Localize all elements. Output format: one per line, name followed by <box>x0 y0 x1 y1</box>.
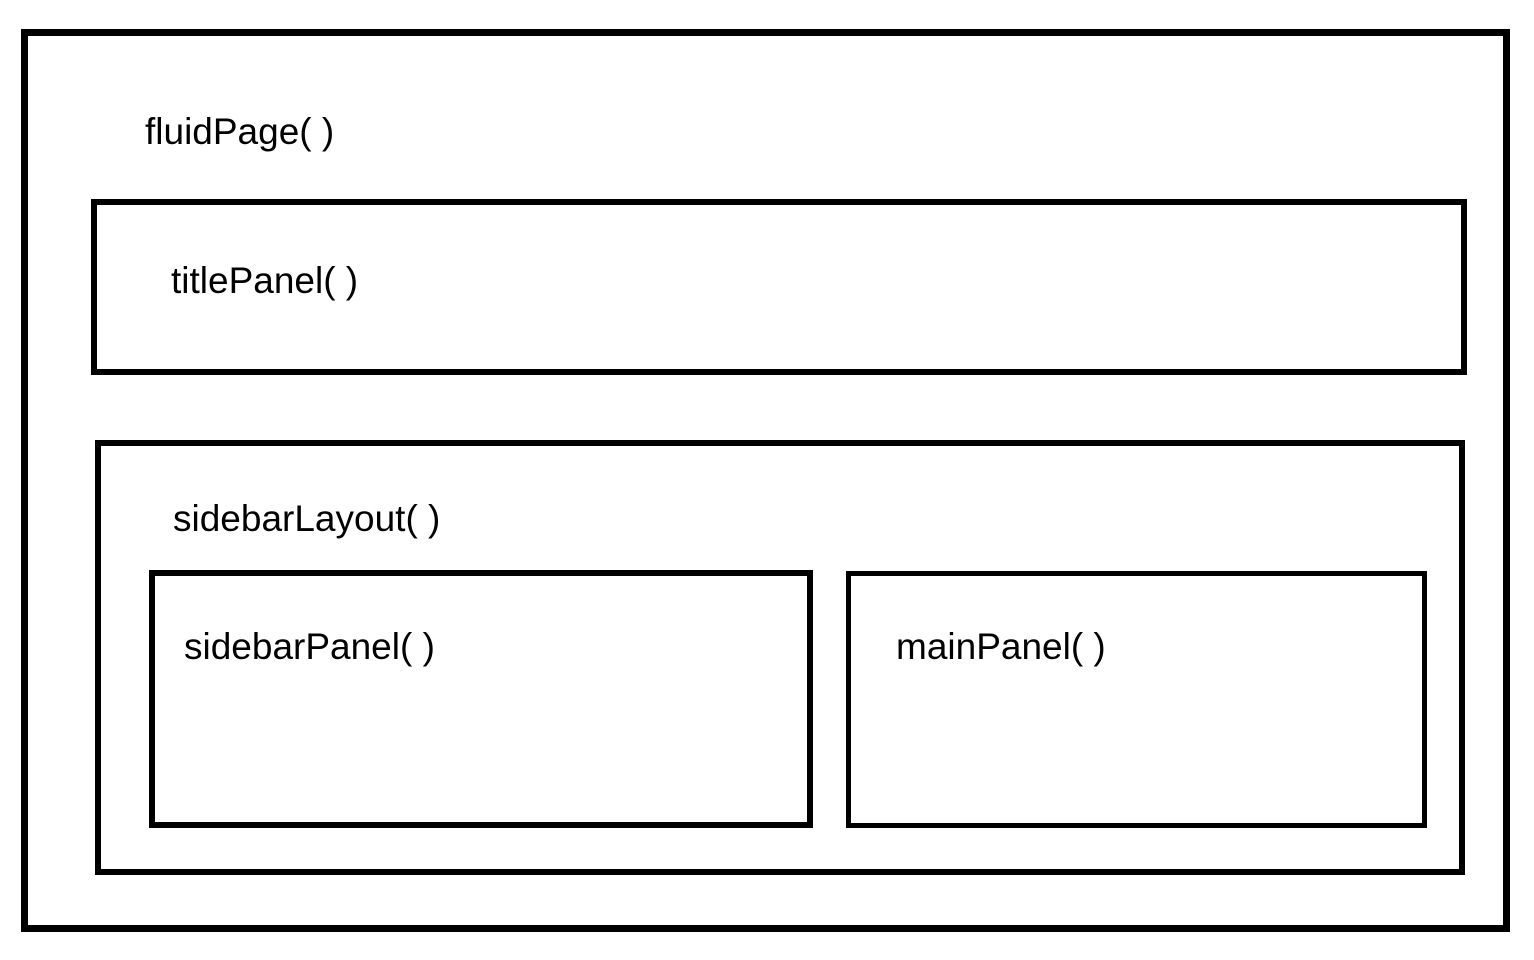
sidebar-layout-container: sidebarLayout( ) sidebarPanel( ) mainPan… <box>95 440 1465 875</box>
sidebar-layout-label: sidebarLayout( ) <box>173 498 441 539</box>
title-panel-label: titlePanel( ) <box>171 260 359 301</box>
sidebar-panel-label: sidebarPanel( ) <box>184 626 435 667</box>
fluid-page-container: fluidPage( ) titlePanel( ) sidebarLayout… <box>21 29 1510 932</box>
sidebar-panel-container: sidebarPanel( ) <box>149 570 813 828</box>
main-panel-label: mainPanel( ) <box>896 626 1106 667</box>
fluid-page-label: fluidPage( ) <box>145 111 335 152</box>
main-panel-container: mainPanel( ) <box>846 571 1427 828</box>
title-panel-container: titlePanel( ) <box>91 199 1467 375</box>
